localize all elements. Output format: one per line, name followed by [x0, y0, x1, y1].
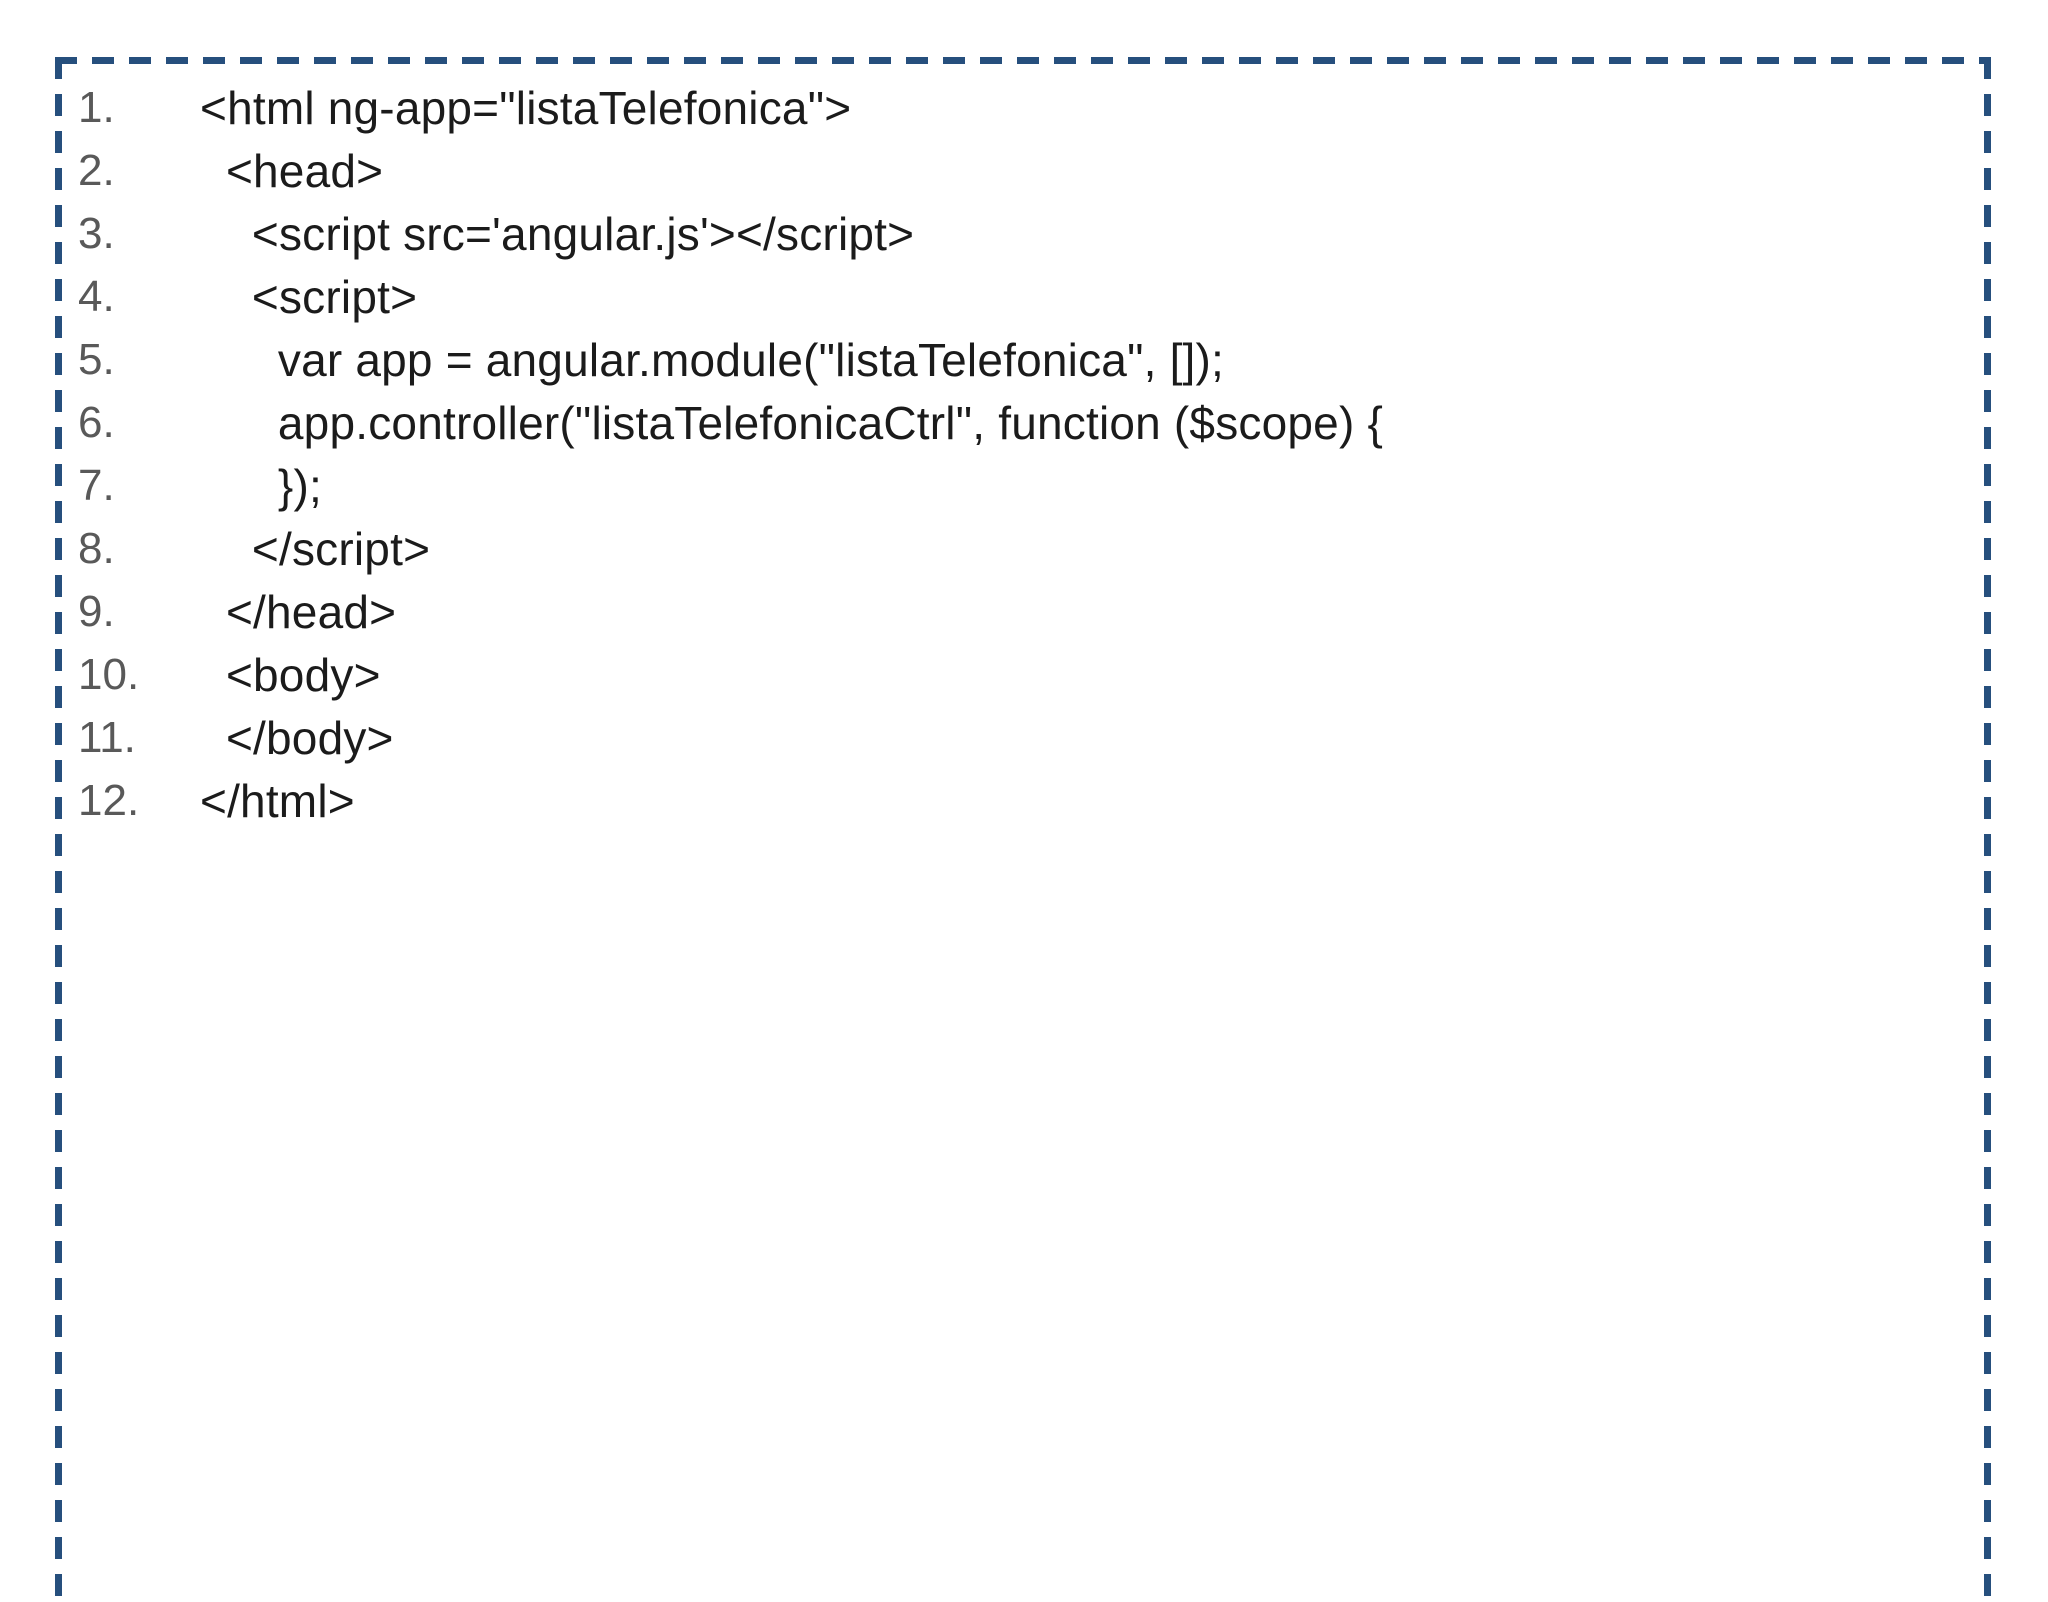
code-line: 7. }); — [62, 454, 1984, 517]
line-number: 4. — [78, 271, 115, 321]
line-number: 2. — [78, 145, 115, 195]
dashed-border-left — [55, 57, 62, 1602]
code-line: 11. </body> — [62, 706, 1984, 769]
dashed-border-right — [1984, 57, 1991, 1602]
line-number: 8. — [78, 523, 115, 573]
code-text: }); — [200, 459, 322, 512]
code-line: 6. app.controller("listaTelefonicaCtrl",… — [62, 391, 1984, 454]
dashed-border-top — [55, 57, 1991, 64]
line-number: 12. — [78, 775, 140, 825]
code-line: 2. <head> — [62, 139, 1984, 202]
code-text: app.controller("listaTelefonicaCtrl", fu… — [200, 396, 1384, 449]
code-line: 4. <script> — [62, 265, 1984, 328]
code-text: </body> — [200, 711, 394, 764]
code-text: <script src='angular.js'></script> — [200, 207, 915, 260]
code-text: <script> — [200, 270, 418, 323]
code-line: 3. <script src='angular.js'></script> — [62, 202, 1984, 265]
line-number: 5. — [78, 334, 115, 384]
line-number: 6. — [78, 397, 115, 447]
line-number: 3. — [78, 208, 115, 258]
line-number: 9. — [78, 586, 115, 636]
code-line: 8. </script> — [62, 517, 1984, 580]
line-number: 1. — [78, 82, 115, 132]
code-text: <html ng-app="listaTelefonica"> — [200, 81, 852, 134]
code-line: 10. <body> — [62, 643, 1984, 706]
code-line: 5. var app = angular.module("listaTelefo… — [62, 328, 1984, 391]
code-line: 9. </head> — [62, 580, 1984, 643]
code-text: <head> — [200, 144, 384, 197]
code-text: <body> — [200, 648, 381, 701]
code-text: </head> — [200, 585, 397, 638]
line-number: 7. — [78, 460, 115, 510]
code-text: </script> — [200, 522, 431, 575]
code-text: var app = angular.module("listaTelefonic… — [200, 333, 1225, 386]
dashed-code-frame: 1. <html ng-app="listaTelefonica"> 2. <h… — [55, 57, 1991, 1602]
code-text: </html> — [200, 774, 355, 827]
code-line: 1. <html ng-app="listaTelefonica"> — [62, 76, 1984, 139]
line-number: 11. — [78, 712, 136, 762]
code-line: 12. </html> — [62, 769, 1984, 832]
line-number: 10. — [78, 649, 140, 699]
code-listing: 1. <html ng-app="listaTelefonica"> 2. <h… — [62, 64, 1984, 832]
